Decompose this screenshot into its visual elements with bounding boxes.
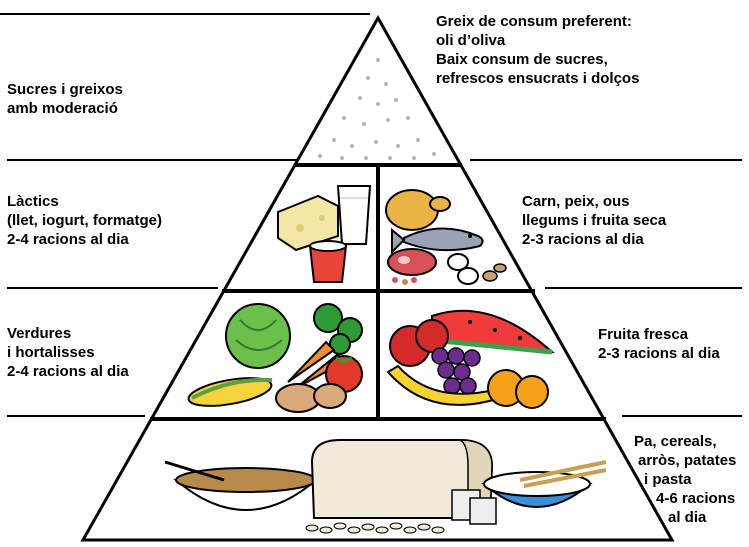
label-line: refrescos ensucrats i dolços — [436, 70, 640, 87]
yogurt-cup-icon — [308, 240, 348, 283]
label-line: 2-3 racions al dia — [598, 345, 720, 362]
fish-icon — [391, 227, 484, 255]
label-line: oli d’oliva — [436, 32, 506, 49]
apple-icon — [389, 319, 449, 367]
label-line: (llet, iogurt, formatge) — [7, 212, 162, 229]
cereal-bowl-icon — [164, 460, 319, 511]
label-line: 2-3 racions al dia — [522, 231, 644, 248]
dairy-label: Làctics (llet, iogurt, formatge) 2-4 rac… — [7, 192, 162, 249]
label-line: Fruita fresca — [598, 326, 689, 343]
label-line: 2-4 racions al dia — [7, 231, 129, 248]
label-line: Pa, cereals, — [634, 433, 717, 450]
grains-label: Pa, cereals, arròs, patates i pasta 4-6 … — [634, 432, 736, 527]
chicken-icon — [385, 189, 451, 231]
vegetables-label: Verdures i hortalisses 2-4 racions al di… — [7, 324, 129, 381]
fruit-label: Fruita fresca 2-3 racions al dia — [598, 325, 720, 363]
label-line: Carn, peix, ous — [522, 193, 630, 210]
orange-icon — [487, 369, 549, 409]
crackers-icon — [451, 489, 497, 525]
nuts-icon — [392, 263, 507, 285]
lettuce-icon — [225, 303, 291, 369]
eggs-icon — [447, 253, 479, 285]
pasta-icon — [305, 522, 445, 534]
label-line: llegums i fruita seca — [522, 212, 667, 229]
tomato-icon — [325, 355, 363, 393]
label-line: Baix consum de sucres, — [436, 51, 608, 68]
label-line: arròs, patates — [638, 452, 737, 469]
preferred-fat-label: Greix de consum preferent: oli d’oliva B… — [436, 12, 639, 88]
potato-icon — [275, 383, 347, 413]
label-line: amb moderació — [7, 100, 118, 117]
chopsticks-icon — [519, 460, 607, 488]
label-line: Verdures — [7, 325, 72, 342]
watermelon-icon — [431, 309, 555, 355]
label-line: i hortalisses — [7, 344, 95, 361]
label-line: i pasta — [644, 471, 692, 488]
label-line: 4-6 racions — [656, 490, 736, 507]
milk-glass-icon — [336, 185, 372, 245]
label-line: al dia — [668, 509, 707, 526]
meat-icon — [387, 248, 437, 276]
label-line: Sucres i greixos — [7, 81, 123, 98]
dots-pattern — [318, 58, 436, 160]
broccoli-icon — [313, 303, 363, 355]
label-line: Greix de consum preferent: — [436, 13, 632, 30]
corn-icon — [187, 377, 273, 407]
label-line: 2-4 racions al dia — [7, 363, 129, 380]
sugars-fats-label: Sucres i greixos amb moderació — [7, 80, 123, 118]
label-line: Làctics — [7, 193, 59, 210]
protein-label: Carn, peix, ous llegums i fruita seca 2-… — [522, 192, 666, 249]
cheese-icon — [277, 194, 339, 252]
